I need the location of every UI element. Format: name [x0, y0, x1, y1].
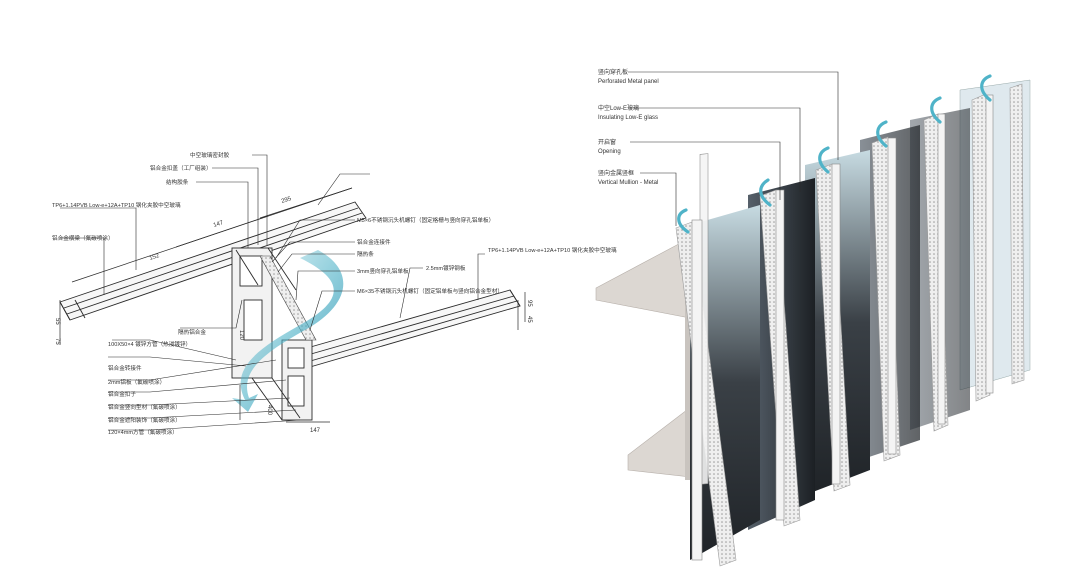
facade-label-en: Insulating Low-E glass — [598, 115, 658, 121]
section-label: 铝合金转接件 — [108, 364, 142, 372]
section-label: 100X50×4 镀锌方管（热浸镀锌） — [108, 340, 191, 348]
section-labels: 中空玻璃密封胶 铝合金扣盖（工厂组装） 结构胶条 TP6+1.14PVB Low… — [52, 151, 617, 436]
airflow-arrow — [232, 250, 344, 412]
section-label: M5×6不锈钢沉头机螺钉（固定格栅与竖向穿孔铝单板） — [357, 216, 494, 224]
mullion-section — [231, 247, 313, 421]
section-label: 120×4mm方管（氟碳喷涂） — [108, 428, 178, 436]
section-label: 铝合金遮阳装饰（氟碳喷涂） — [108, 416, 181, 424]
dimension-text: 400 — [266, 405, 272, 416]
airflow-arrow-icon — [677, 208, 690, 234]
section-label: 铝合金扣盖（工厂组装） — [150, 164, 212, 172]
dimension-text: 55 — [54, 318, 60, 325]
section-label: TP6+1.14PVB Low-e+12A+TP10 钢化夹胶中空玻璃 — [52, 201, 181, 209]
facade-leaders — [628, 71, 839, 226]
section-label: 中空玻璃密封胶 — [190, 151, 230, 159]
section-label: 铝合金竖向型材（氟碳喷涂） — [108, 403, 181, 411]
airflow-arrow-icon — [876, 120, 888, 148]
airflow-icons — [677, 74, 992, 234]
facade-label-en: Perforated Metal panel — [598, 79, 659, 85]
section-label: 铝合金扣子 — [108, 390, 136, 398]
airflow-arrow-icon — [980, 74, 992, 102]
airflow-arrow-icon — [759, 178, 772, 207]
section-label: 铝合金横梁（氟碳喷涂） — [52, 234, 114, 242]
dimension-text: 147 — [310, 428, 321, 434]
dimension-text: 95 — [526, 300, 532, 307]
section-label: M6×35不锈钢沉头机螺钉（固定铝单板与竖向铝合金型材） — [357, 287, 503, 295]
dimension-text: 45 — [526, 316, 532, 323]
facade-3d: 竖向穿孔板 Perforated Metal panel 中空Low-E玻璃 I… — [595, 68, 1031, 567]
section-label: TP6+1.14PVB Low-e+12A+TP10 钢化夹胶中空玻璃 — [488, 246, 617, 254]
dimension-text: 120 — [238, 330, 244, 341]
section-label: 隔热条 — [357, 250, 374, 258]
perforated-panel-section — [259, 255, 317, 341]
dimension-lines — [59, 187, 526, 423]
leader-lines — [60, 154, 485, 431]
facade-label-cn: 中空Low-E玻璃 — [598, 104, 639, 112]
facade-label-cn: 竖向金属竖框 — [598, 169, 634, 177]
section-label: 2mm铝板（氟碳喷涂） — [108, 378, 165, 386]
mullions — [691, 94, 994, 561]
section-label: 隔热铝合金 — [178, 328, 206, 336]
section-label: 2.5mm镀锌钢板 — [426, 264, 466, 272]
dimension-texts: 147 295 152 147 400 120 55 75 95 45 — [54, 196, 532, 434]
facade-label-en: Opening — [598, 149, 621, 155]
facade-labels: 竖向穿孔板 Perforated Metal panel 中空Low-E玻璃 I… — [598, 68, 659, 186]
section-label: 铝合金连接件 — [357, 238, 391, 246]
airflow-arrow-icon — [930, 96, 942, 124]
dimension-text: 75 — [54, 338, 60, 345]
dimension-text: 295 — [281, 196, 293, 205]
facade-label-cn: 竖向穿孔板 — [598, 68, 628, 76]
section-drawing: 147 295 152 147 400 120 55 75 95 45 中空玻璃… — [52, 151, 617, 436]
upper-glass-unit — [59, 201, 367, 321]
facade-label-cn: 开启窗 — [598, 138, 616, 146]
dimension-text: 152 — [149, 253, 161, 262]
airflow-arrow-icon — [818, 146, 830, 174]
facade-label-en: Vertical Mullion - Metal — [598, 180, 658, 186]
dimension-text: 147 — [213, 220, 225, 229]
section-label: 结构胶条 — [166, 178, 189, 186]
section-label: 3mm竖向穿孔铝单板 — [357, 267, 409, 275]
